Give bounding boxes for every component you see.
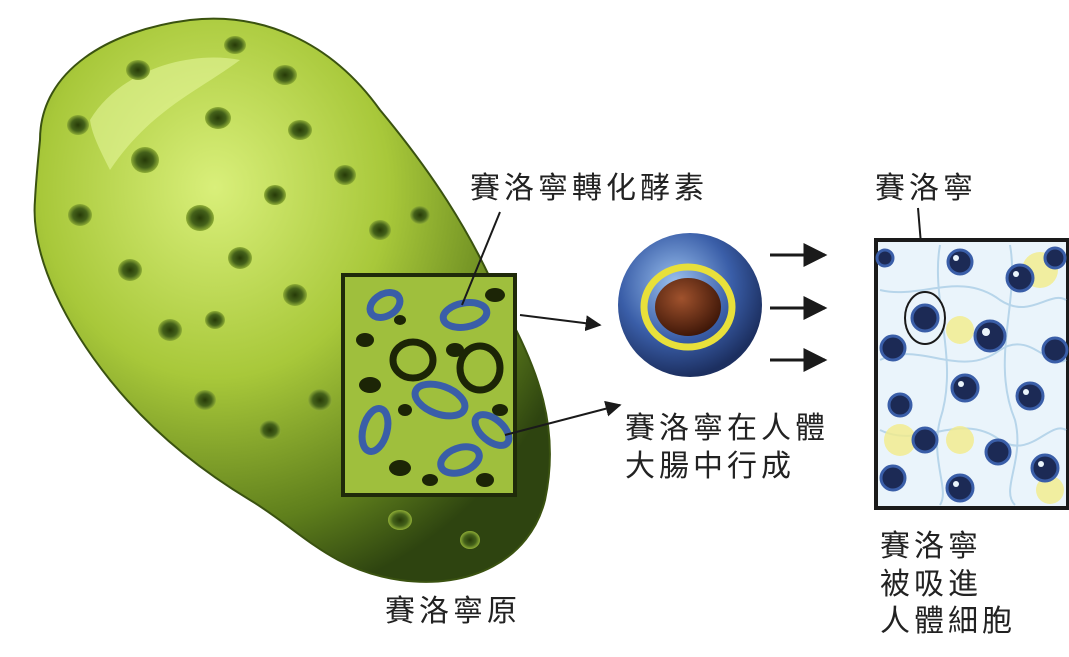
absorption-label: 賽洛寧 被吸進 人體細胞 (880, 528, 1016, 641)
absorption-label-line1: 賽洛寧 (880, 528, 1016, 566)
enzyme-label: 賽洛寧轉化酵素 (470, 170, 708, 208)
inset-cell-box (343, 275, 515, 495)
formation-label-line1: 賽洛寧在人體 (625, 410, 829, 448)
formation-label-line2: 大腸中行成 (625, 448, 829, 486)
formation-label: 賽洛寧在人體 大腸中行成 (625, 410, 829, 485)
absorption-label-line3: 人體細胞 (880, 603, 1016, 641)
absorption-label-line2: 被吸進 (880, 566, 1016, 604)
xeronine-label: 賽洛寧 (875, 170, 977, 208)
highlighted-cell (905, 292, 945, 344)
xeronine-capsule (618, 233, 762, 377)
flow-arrows (770, 255, 825, 360)
inset-to-capsule-arrow (520, 315, 600, 325)
precursor-label: 賽洛寧原 (385, 593, 521, 631)
body-cells-panel (876, 240, 1068, 508)
